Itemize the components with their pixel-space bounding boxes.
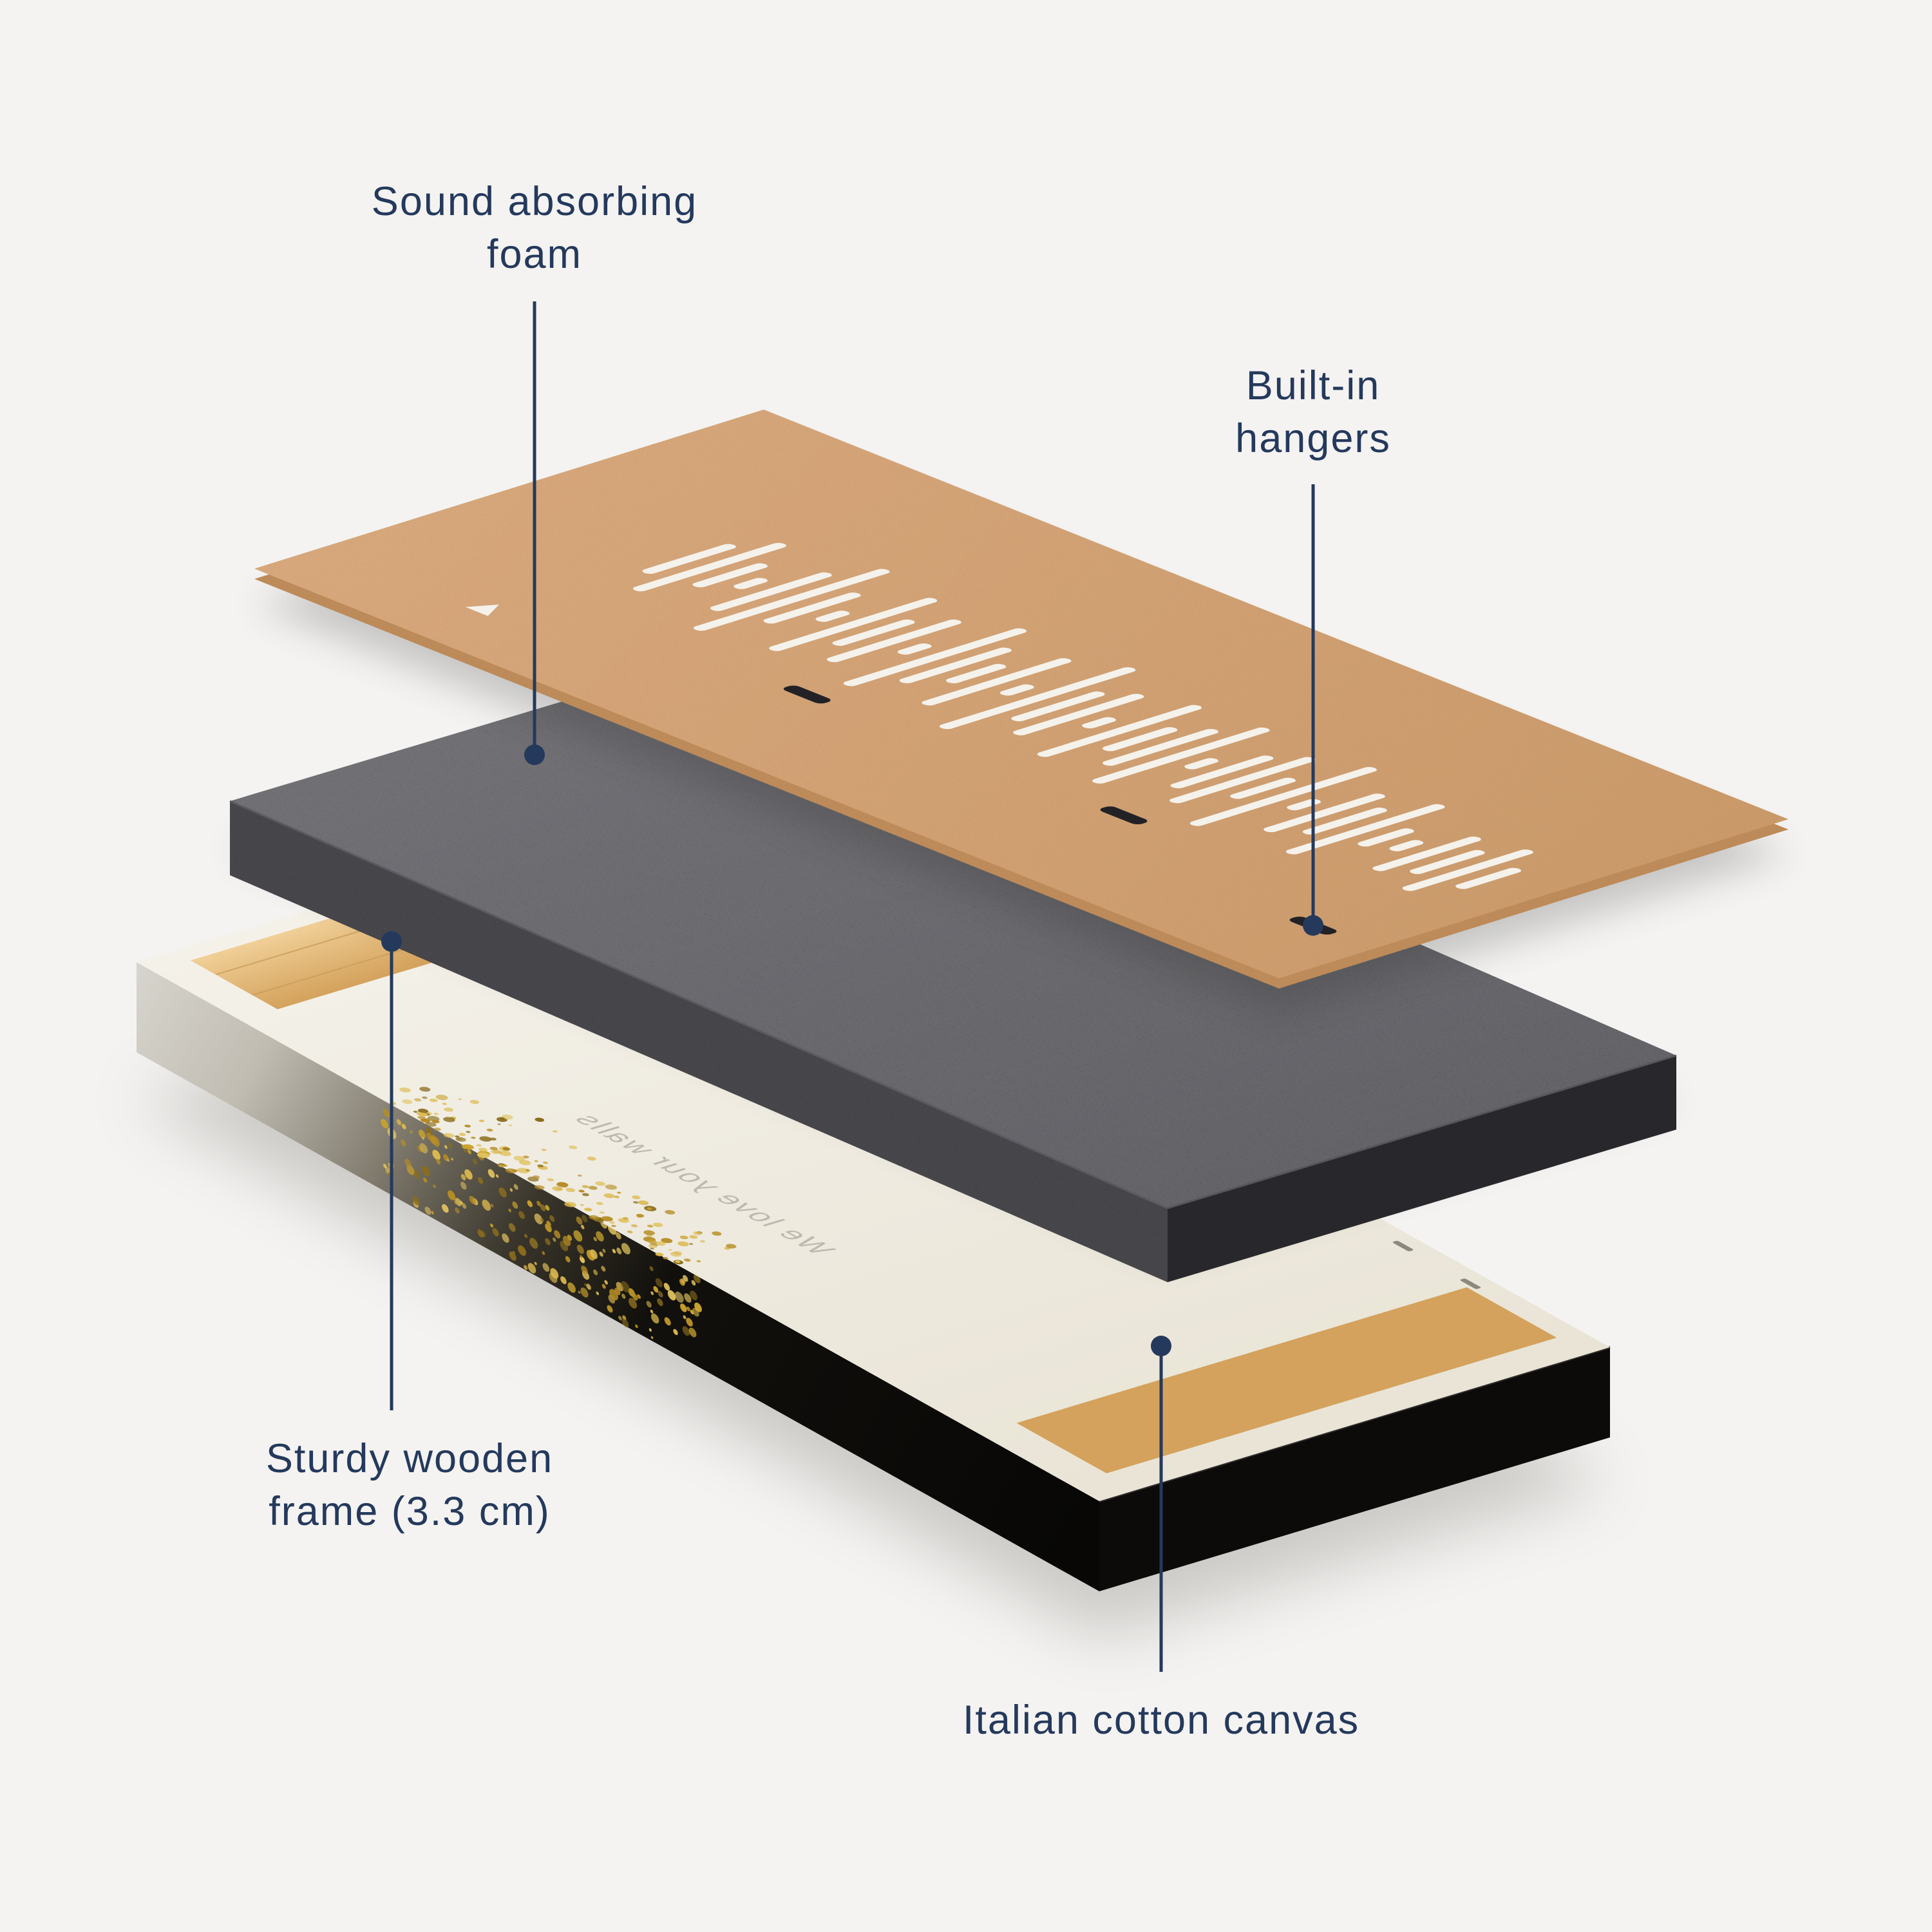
label-line: Italian cotton canvas — [962, 1698, 1360, 1743]
label-sound-absorbing-foam: Sound absorbing foam — [372, 175, 697, 281]
sound-absorbing-foam-layer — [229, 649, 1677, 1282]
hangers-callout-dot — [1303, 915, 1323, 936]
frame-side-highlight — [1099, 1346, 1611, 1502]
corner-notch-cutout — [465, 604, 499, 616]
foam-edge-highlight-left — [229, 800, 1168, 1209]
soundwave-slot-cutouts — [632, 542, 1533, 891]
label-sturdy-wooden-frame: Sturdy wooden frame (3.3 cm) — [266, 1432, 553, 1538]
label-line: Built-in — [1245, 363, 1381, 408]
foam-side-left-speckle — [230, 801, 1168, 1282]
frame-side-right — [1099, 1347, 1610, 1591]
label-line: foam — [486, 232, 583, 277]
frame-callout-dot — [381, 931, 402, 952]
board-top-face — [254, 410, 1788, 979]
callout-lines — [390, 301, 1315, 1672]
perforated-backing-panel-layer — [254, 410, 1788, 989]
wooden-stretcher-bar-right — [1016, 1287, 1557, 1473]
callout-dots — [381, 744, 1323, 1356]
foam-side-right — [1168, 1056, 1676, 1282]
foam-callout-dot — [524, 744, 545, 765]
label-line: Sound absorbing — [371, 179, 698, 224]
canvas-callout-dot — [1151, 1336, 1171, 1356]
gold-speckles-side — [381, 1108, 702, 1340]
label-line: hangers — [1235, 416, 1391, 461]
label-line: Sturdy wooden — [265, 1436, 554, 1481]
board-texture — [254, 410, 1788, 979]
foam-edge-highlight-right — [1167, 1054, 1677, 1209]
foam-top-speckle — [230, 649, 1676, 1208]
label-built-in-hangers: Built-in hangers — [1235, 359, 1391, 465]
label-italian-cotton-canvas: Italian cotton canvas — [963, 1694, 1359, 1747]
frame-side-left — [137, 962, 1099, 1591]
label-line: frame (3.3 cm) — [269, 1489, 551, 1534]
